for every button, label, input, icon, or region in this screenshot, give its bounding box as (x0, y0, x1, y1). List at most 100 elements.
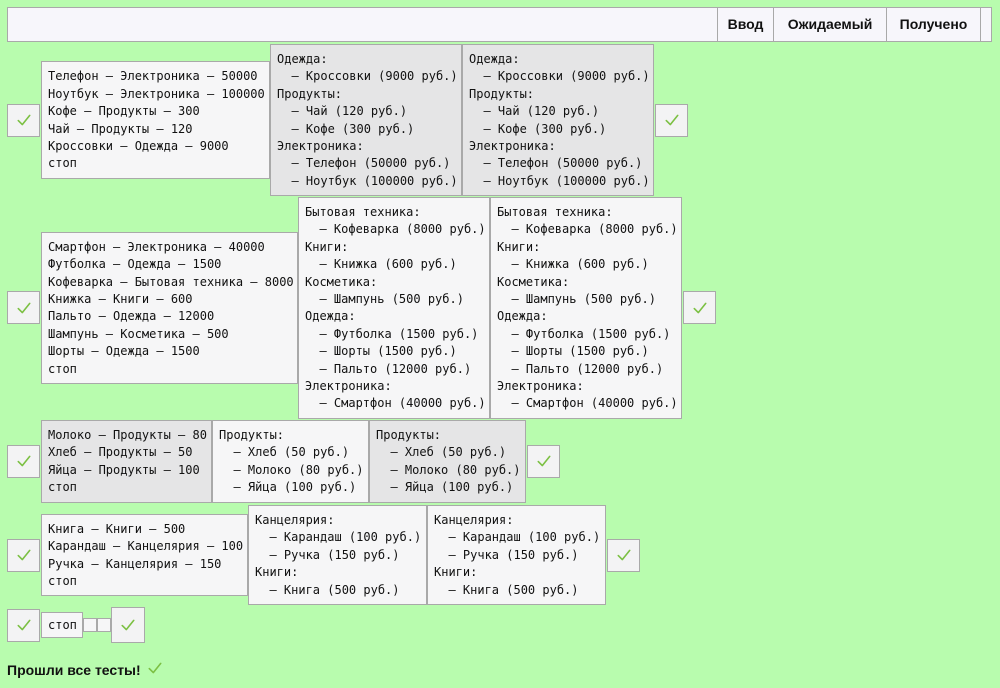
input-line: Молоко – Продукты – 80 (48, 428, 207, 442)
received-line: – Книжка (600 руб.) (497, 257, 649, 272)
received-line: – Пальто (12000 руб.) (497, 361, 664, 376)
input-line: Книга – Книги – 500 (48, 521, 186, 536)
expected-line: – Книга (500 руб.) (255, 582, 400, 597)
all-tests-passed-message: Прошли все тесты! (7, 660, 163, 679)
received-line: – Кроссовки (9000 руб.) (469, 69, 650, 84)
expected-line: – Хлеб (50 руб.) (219, 445, 350, 460)
passed-text: Прошли все тесты! (7, 661, 141, 678)
received-line: – Карандаш (100 руб.) (434, 530, 601, 545)
expected-cell: Одежда: – Кроссовки (9000 руб.) Продукты:… (270, 44, 462, 197)
input-check-icon (7, 291, 40, 325)
received-line: Одежда: (497, 309, 548, 324)
received-line: – Молоко (80 руб.) (376, 462, 521, 477)
input-line: стоп (48, 618, 77, 632)
expected-line: – Книжка (600 руб.) (305, 257, 457, 272)
input-line: Шампунь – Косметика – 500 (48, 326, 229, 341)
expected-cell: Бытовая техника: – Кофеварка (8000 руб.)… (298, 197, 490, 419)
column-header-input: Ввод (717, 8, 773, 41)
input-line: Кофеварка – Бытовая техника – 8000 (48, 274, 294, 289)
input-cell: стоп (41, 612, 83, 638)
input-line: Чай – Продукты – 120 (48, 121, 193, 136)
expected-line: – Ручка (150 руб.) (255, 547, 400, 562)
expected-line: – Молоко (80 руб.) (219, 462, 364, 477)
expected-line: Косметика: (305, 274, 378, 289)
expected-cell: Продукты: – Хлеб (50 руб.) – Молоко (80 … (212, 420, 369, 503)
received-cell: Продукты: – Хлеб (50 руб.) – Молоко (80 … (369, 420, 526, 503)
input-line: Карандаш – Канцелярия – 100 (48, 539, 244, 554)
expected-line: – Кофе (300 руб.) (277, 121, 415, 136)
expected-line: Книги: (255, 565, 299, 580)
expected-line: Канцелярия: (255, 513, 335, 527)
input-line: стоп (48, 573, 77, 588)
expected-line: Одежда: (305, 309, 356, 324)
expected-line: – Шорты (1500 руб.) (305, 344, 457, 359)
check-icon (147, 660, 163, 679)
received-line: – Шорты (1500 руб.) (497, 344, 649, 359)
received-line: – Книга (500 руб.) (434, 582, 579, 597)
expected-line: – Чай (120 руб.) (277, 104, 408, 119)
received-line: Продукты: (376, 428, 442, 442)
received-cell: Бытовая техника: – Кофеварка (8000 руб.)… (490, 197, 682, 419)
expected-line: – Яйца (100 руб.) (219, 480, 357, 495)
expected-line: Электроника: (277, 139, 364, 154)
test-row: стоп (7, 607, 145, 643)
expected-cell (83, 618, 97, 632)
received-line: – Ручка (150 руб.) (434, 547, 579, 562)
input-line: Смартфон – Электроника – 40000 (48, 239, 265, 254)
expected-line: – Кофеварка (8000 руб.) (305, 222, 486, 237)
received-line: – Смартфон (40000 руб.) (497, 396, 678, 411)
received-line: Продукты: (469, 86, 535, 101)
received-line: – Футболка (1500 руб.) (497, 326, 671, 341)
received-line: – Хлеб (50 руб.) (376, 445, 507, 460)
expected-line: – Смартфон (40000 руб.) (305, 396, 486, 411)
input-check-icon (7, 444, 40, 478)
expected-line: Продукты: (277, 86, 343, 101)
received-cell (97, 618, 111, 632)
column-header-received: Получено (886, 8, 980, 41)
expected-line: Одежда: (277, 52, 328, 66)
input-line: стоп (48, 480, 77, 495)
expected-line: – Карандаш (100 руб.) (255, 530, 422, 545)
received-line: – Ноутбук (100000 руб.) (469, 173, 650, 188)
input-line: Ноутбук – Электроника – 100000 (48, 86, 265, 101)
input-line: Ручка – Канцелярия – 150 (48, 556, 222, 571)
input-line: Хлеб – Продукты – 50 (48, 445, 193, 460)
input-cell: Молоко – Продукты – 80 Хлеб – Продукты – … (41, 420, 212, 503)
results-table-header: Ввод Ожидаемый Получено (7, 7, 992, 42)
column-header-spacer (980, 8, 992, 41)
input-line: Пальто – Одежда – 12000 (48, 309, 215, 324)
expected-cell: Канцелярия: – Карандаш (100 руб.) – Ручк… (248, 505, 427, 606)
expected-line: – Ноутбук (100000 руб.) (277, 173, 458, 188)
input-line: Кроссовки – Одежда – 9000 (48, 139, 229, 154)
expected-line: – Футболка (1500 руб.) (305, 326, 479, 341)
expected-line: – Кроссовки (9000 руб.) (277, 69, 458, 84)
received-line: – Кофеварка (8000 руб.) (497, 222, 678, 237)
received-line: Одежда: (469, 52, 520, 66)
received-line: – Кофе (300 руб.) (469, 121, 607, 136)
result-check-icon (111, 607, 145, 643)
expected-line: – Телефон (50000 руб.) (277, 156, 451, 171)
received-line: Книги: (497, 239, 541, 254)
received-cell: Одежда: – Кроссовки (9000 руб.) Продукты:… (462, 44, 654, 197)
received-line: Канцелярия: (434, 513, 514, 527)
input-line: Телефон – Электроника – 50000 (48, 69, 258, 84)
input-line: Кофе – Продукты – 300 (48, 104, 200, 119)
received-line: – Телефон (50000 руб.) (469, 156, 643, 171)
received-line: – Яйца (100 руб.) (376, 480, 514, 495)
expected-line: Продукты: (219, 428, 285, 442)
result-check-icon (607, 538, 640, 572)
input-line: Книжка – Книги – 600 (48, 292, 193, 307)
received-line: Электроника: (469, 139, 556, 154)
received-cell: Канцелярия: – Карандаш (100 руб.) – Ручк… (427, 505, 606, 606)
input-check-icon (7, 608, 40, 642)
received-line: Электроника: (497, 379, 584, 394)
received-line: – Шампунь (500 руб.) (497, 292, 656, 307)
test-row: Молоко – Продукты – 80 Хлеб – Продукты – … (7, 420, 560, 503)
result-check-icon (683, 291, 716, 325)
